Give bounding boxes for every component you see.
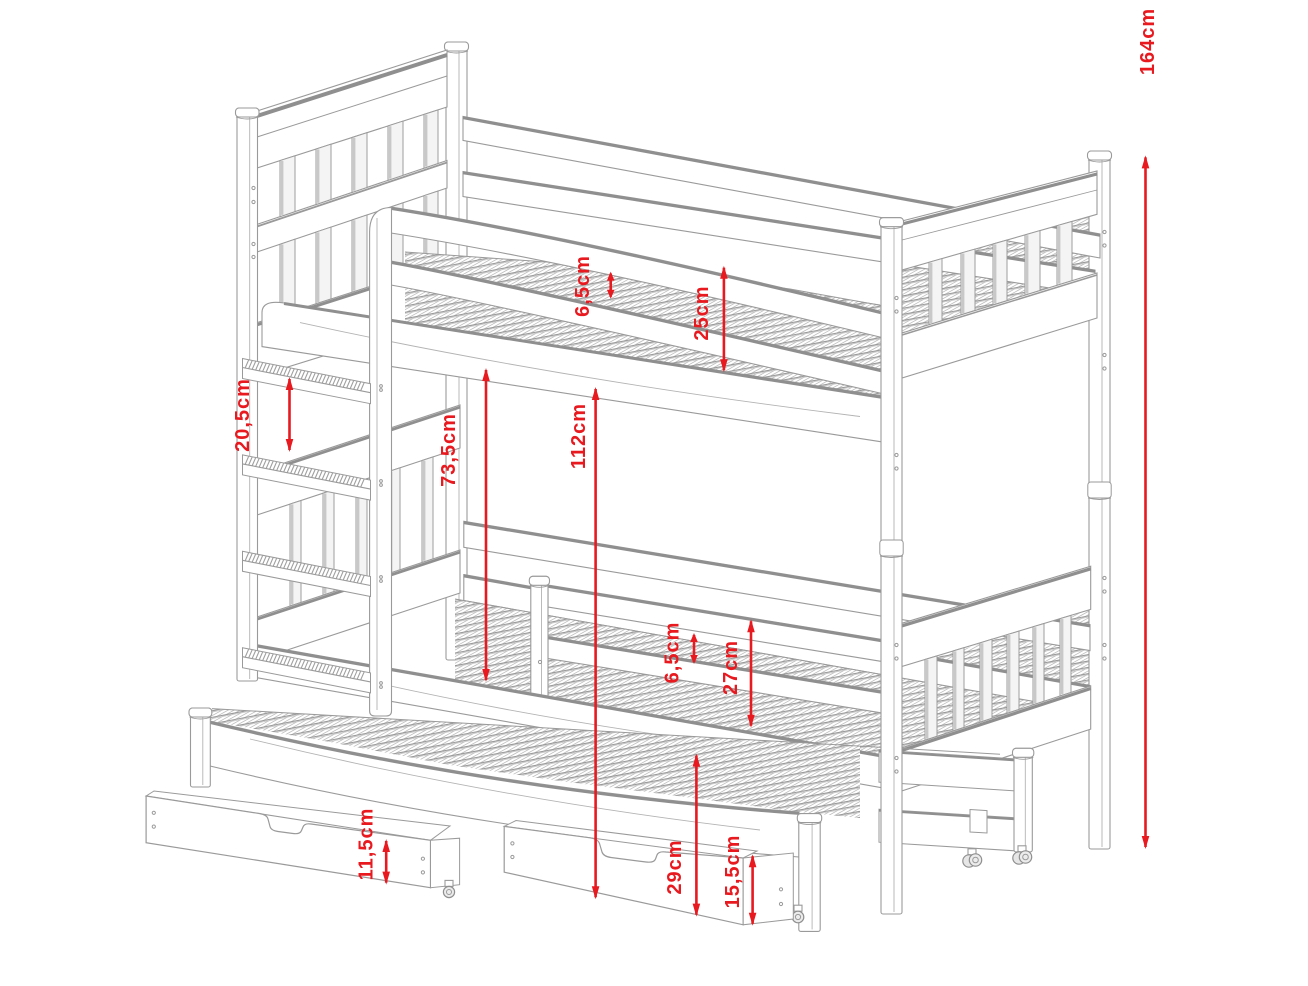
svg-text:164cm: 164cm (1137, 8, 1159, 75)
svg-text:29cm: 29cm (664, 839, 686, 894)
svg-text:15,5cm: 15,5cm (722, 835, 744, 909)
svg-text:73,5cm: 73,5cm (438, 413, 460, 487)
svg-text:6,5cm: 6,5cm (572, 255, 594, 317)
svg-text:27cm: 27cm (720, 640, 742, 695)
svg-text:6,5cm: 6,5cm (662, 622, 684, 684)
svg-text:112cm: 112cm (568, 403, 590, 469)
svg-text:11,5cm: 11,5cm (356, 808, 378, 881)
svg-text:25cm: 25cm (691, 285, 713, 340)
svg-text:20,5cm: 20,5cm (232, 378, 254, 452)
